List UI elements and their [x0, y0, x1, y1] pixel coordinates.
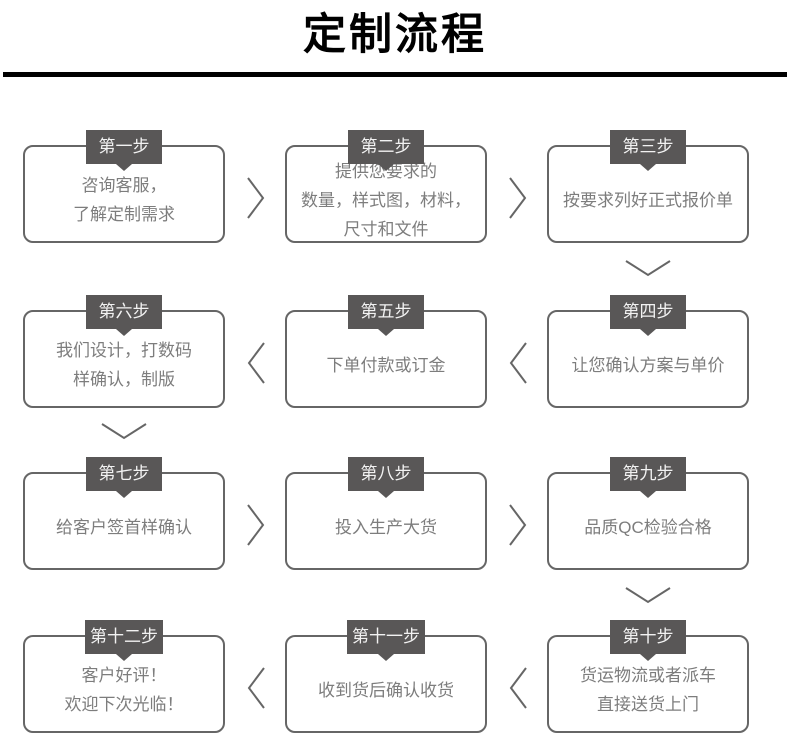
- step-7-label: 第七步: [98, 464, 150, 483]
- step-11-label: 第十一步: [352, 627, 420, 646]
- step-2-line: 提供您要求的: [335, 161, 437, 181]
- step-11-box: 第十一步 收到货后确认收货: [285, 620, 487, 733]
- arrow-down-icon: [624, 259, 672, 277]
- step-9-label: 第九步: [622, 464, 674, 483]
- step-5-line: 下单付款或订金: [326, 355, 446, 375]
- step-7-badge: 第七步: [86, 457, 162, 491]
- step-3-label: 第三步: [622, 137, 674, 156]
- step-1-line: 咨询客服，: [81, 176, 167, 195]
- step-4-line: 让您确认方案与单价: [571, 355, 725, 375]
- arrow-left-icon: [508, 341, 528, 385]
- step-6-badge: 第六步: [86, 295, 162, 329]
- step-4-badge: 第四步: [610, 295, 686, 329]
- step-6-box: 第六步 我们设计，打数码 样确认，制版: [23, 295, 225, 408]
- step-12-badge: 第十二步: [85, 620, 163, 654]
- step-12-line: 欢迎下次光临！: [64, 695, 184, 714]
- step-9-text: 品质QC检验合格: [549, 474, 747, 568]
- step-6-line: 样确认，制版: [73, 370, 175, 389]
- arrow-right-icon: [508, 503, 528, 547]
- step-5-badge: 第五步: [348, 295, 424, 329]
- step-7-box: 第七步 给客户签首样确认: [23, 457, 225, 570]
- step-9-line: 品质QC检验合格: [584, 517, 712, 537]
- step-10-text: 货运物流或者派车 直接送货上门: [549, 637, 747, 731]
- step-10-line: 直接送货上门: [597, 695, 699, 714]
- step-1-line: 了解定制需求: [73, 205, 175, 224]
- step-11-text: 收到货后确认收货: [287, 637, 485, 731]
- step-8-label: 第八步: [360, 464, 412, 483]
- arrow-right-icon: [246, 176, 266, 220]
- step-4-label: 第四步: [622, 302, 674, 321]
- step-12-label: 第十二步: [90, 627, 158, 646]
- step-2-label: 第二步: [360, 137, 412, 156]
- step-1-text: 咨询客服， 了解定制需求: [25, 147, 223, 241]
- arrow-right-icon: [246, 503, 266, 547]
- arrow-down-icon: [100, 422, 148, 440]
- step-5-box: 第五步 下单付款或订金: [285, 295, 487, 408]
- step-4-text: 让您确认方案与单价: [549, 312, 747, 406]
- step-6-line: 我们设计，打数码: [56, 341, 192, 360]
- arrow-down-icon: [624, 586, 672, 604]
- title-divider: [3, 72, 787, 77]
- step-11-badge: 第十一步: [347, 620, 425, 654]
- step-7-line: 给客户签首样确认: [56, 517, 192, 537]
- step-3-box: 第三步 按要求列好正式报价单: [547, 130, 749, 243]
- step-1-label: 第一步: [98, 137, 150, 156]
- step-3-badge: 第三步: [610, 130, 686, 164]
- step-7-text: 给客户签首样确认: [25, 474, 223, 568]
- step-10-line: 货运物流或者派车: [580, 666, 716, 685]
- arrow-left-icon: [246, 341, 266, 385]
- step-2-text: 提供您要求的 数量，样式图，材料， 尺寸和文件: [287, 147, 485, 241]
- step-8-badge: 第八步: [348, 457, 424, 491]
- step-2-line: 数量，样式图，材料，: [301, 190, 471, 210]
- step-1-box: 第一步 咨询客服， 了解定制需求: [23, 130, 225, 243]
- step-4-box: 第四步 让您确认方案与单价: [547, 295, 749, 408]
- step-11-line: 收到货后确认收货: [318, 680, 454, 700]
- step-5-text: 下单付款或订金: [287, 312, 485, 406]
- step-3-line: 按要求列好正式报价单: [563, 190, 733, 210]
- step-2-line: 尺寸和文件: [343, 219, 429, 239]
- step-8-text: 投入生产大货: [287, 474, 485, 568]
- step-6-text: 我们设计，打数码 样确认，制版: [25, 312, 223, 406]
- step-1-badge: 第一步: [86, 130, 162, 164]
- step-10-badge: 第十步: [610, 620, 686, 654]
- step-12-box: 第十二步 客户好评！ 欢迎下次光临！: [23, 620, 225, 733]
- step-8-line: 投入生产大货: [335, 517, 437, 537]
- step-2-box: 第二步 提供您要求的 数量，样式图，材料， 尺寸和文件: [285, 130, 487, 243]
- page-title: 定制流程: [303, 11, 487, 59]
- step-9-box: 第九步 品质QC检验合格: [547, 457, 749, 570]
- arrow-left-icon: [246, 666, 266, 710]
- step-5-label: 第五步: [360, 302, 412, 321]
- step-3-text: 按要求列好正式报价单: [549, 147, 747, 241]
- step-10-box: 第十步 货运物流或者派车 直接送货上门: [547, 620, 749, 733]
- step-2-badge: 第二步: [348, 130, 424, 164]
- step-8-box: 第八步 投入生产大货: [285, 457, 487, 570]
- step-12-line: 客户好评！: [81, 666, 167, 685]
- step-10-label: 第十步: [622, 627, 674, 646]
- step-12-text: 客户好评！ 欢迎下次光临！: [25, 637, 223, 731]
- arrow-right-icon: [508, 176, 528, 220]
- step-9-badge: 第九步: [610, 457, 686, 491]
- arrow-left-icon: [508, 666, 528, 710]
- step-6-label: 第六步: [98, 302, 150, 321]
